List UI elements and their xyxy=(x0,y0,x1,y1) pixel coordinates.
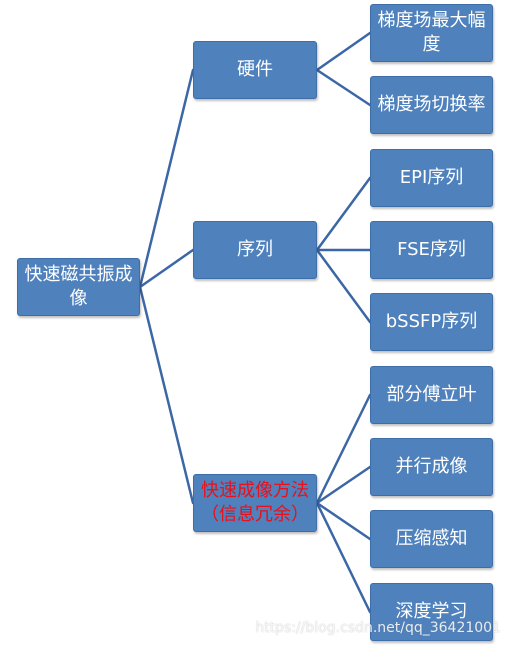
connector-root-hardware xyxy=(138,68,195,289)
branch-sequence-label: 序列 xyxy=(237,239,273,260)
connector-sequence-3 xyxy=(315,248,372,324)
connector-fast-2 xyxy=(315,465,372,505)
leaf-gradient-amplitude-label: 梯度场最大幅 度 xyxy=(377,10,486,55)
root-label: 快速磁共振成 像 xyxy=(24,264,133,309)
leaf-bssfp-label: bSSFP序列 xyxy=(385,311,478,332)
watermark: https://blog.csdn.net/qq_36421001 xyxy=(255,620,501,636)
branch-sequence: 序列 xyxy=(193,221,317,279)
connector-hardware-1 xyxy=(315,31,372,72)
connector-root-fast xyxy=(138,285,195,505)
leaf-fse-label: FSE序列 xyxy=(397,239,466,260)
leaf-compressed-sensing-label: 压缩感知 xyxy=(395,528,468,549)
leaf-deep-learning-label: 深度学习 xyxy=(395,601,468,622)
connector-fast-1 xyxy=(315,393,372,505)
leaf-epi-label: EPI序列 xyxy=(399,167,464,188)
branch-fast-imaging-label: 快速成像方法 （信息冗余） xyxy=(201,480,309,525)
leaf-epi: EPI序列 xyxy=(370,149,493,207)
leaf-gradient-slew-rate: 梯度场切换率 xyxy=(370,76,493,134)
leaf-compressed-sensing: 压缩感知 xyxy=(370,510,493,568)
leaf-bssfp: bSSFP序列 xyxy=(370,293,493,351)
leaf-partial-fourier: 部分傅立叶 xyxy=(370,366,493,424)
branch-hardware-label: 硬件 xyxy=(237,59,273,80)
leaf-fse: FSE序列 xyxy=(370,221,493,279)
leaf-gradient-amplitude: 梯度场最大幅 度 xyxy=(370,4,493,62)
root-node: 快速磁共振成 像 xyxy=(17,258,140,316)
connector-sequence-1 xyxy=(315,176,372,252)
branch-hardware: 硬件 xyxy=(193,41,317,99)
leaf-partial-fourier-label: 部分傅立叶 xyxy=(386,384,477,405)
connector-fast-3 xyxy=(315,501,372,541)
leaf-deep-learning: 深度学习 xyxy=(370,583,493,641)
leaf-parallel-imaging: 并行成像 xyxy=(370,438,493,496)
leaf-gradient-slew-rate-label: 梯度场切换率 xyxy=(377,94,486,115)
connector-fast-4 xyxy=(315,501,372,614)
branch-fast-imaging: 快速成像方法 （信息冗余） xyxy=(193,474,317,532)
connector-root-sequence xyxy=(138,248,195,289)
connector-hardware-2 xyxy=(315,68,372,107)
leaf-parallel-imaging-label: 并行成像 xyxy=(395,456,468,477)
